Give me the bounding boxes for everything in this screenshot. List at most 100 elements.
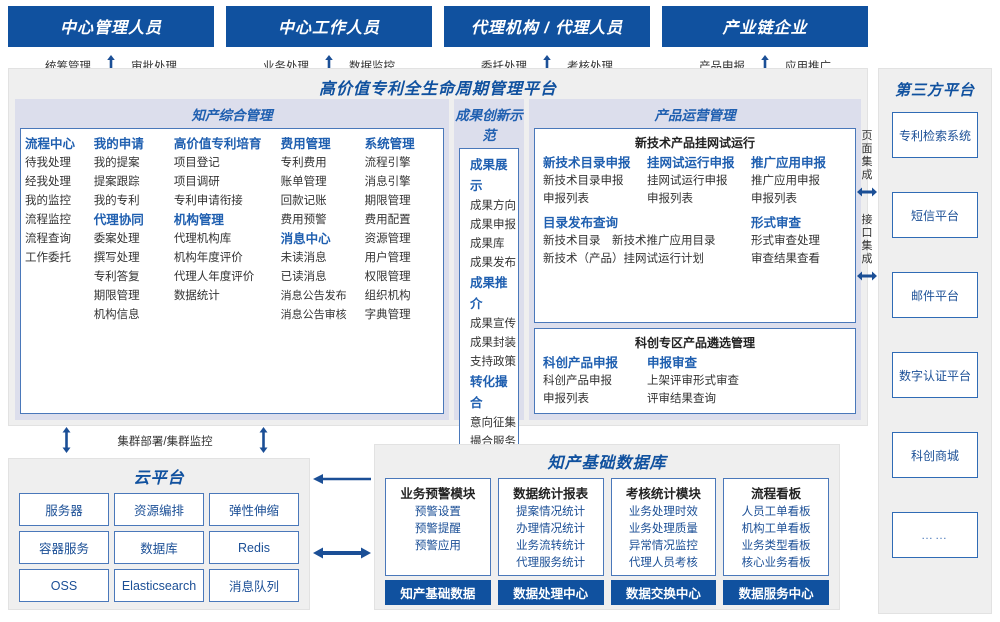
database-card-item[interactable]: 人员工单看板 xyxy=(741,506,811,518)
database-card-item[interactable]: 预警设置 xyxy=(414,506,461,518)
ip-item[interactable]: 期限管理 xyxy=(93,290,140,302)
database-card-item[interactable]: 提案情况统计 xyxy=(516,506,586,518)
ip-item[interactable]: 资源管理 xyxy=(364,233,411,245)
ip-item[interactable]: 消息引擎 xyxy=(364,176,411,188)
product-item[interactable]: 挂网试运行申报 xyxy=(647,175,728,187)
third-party-item-1[interactable]: 短信平台 xyxy=(892,192,978,238)
achievement-item[interactable]: 成果宣传 xyxy=(470,318,516,330)
ip-item[interactable]: 代理机构库 xyxy=(173,233,232,245)
product-item[interactable]: 申报列表 xyxy=(543,193,589,205)
ip-item[interactable]: 账单管理 xyxy=(280,176,327,188)
product-item[interactable]: 申报列表 xyxy=(543,393,589,405)
ip-item[interactable]: 组织机构 xyxy=(364,290,411,302)
third-party-item-5[interactable]: …… xyxy=(892,512,978,558)
ip-item[interactable]: 项目调研 xyxy=(173,176,220,188)
database-column: 考核统计模块业务处理时效业务处理质量异常情况监控代理人员考核数据交换中心 xyxy=(610,478,717,605)
achievement-item[interactable]: 成果封装 xyxy=(470,337,516,349)
ip-item[interactable]: 委案处理 xyxy=(93,233,140,245)
product-item[interactable]: 推广应用申报 xyxy=(751,175,820,187)
product-item[interactable]: 形式审查处理 xyxy=(751,235,820,247)
database-card-item[interactable]: 业务流转统计 xyxy=(516,540,586,552)
third-party-item-3[interactable]: 数字认证平台 xyxy=(892,352,978,398)
product-item[interactable]: 申报列表 xyxy=(751,193,797,205)
product-item[interactable]: 新技术目录 新技术推广应用目录 xyxy=(543,235,716,247)
ip-item[interactable]: 机构年度评价 xyxy=(173,252,243,264)
cloud-cell[interactable]: 数据库 xyxy=(114,531,204,564)
third-party-item-4[interactable]: 科创商城 xyxy=(892,432,978,478)
ip-item[interactable]: 消息公告发布 xyxy=(280,290,347,302)
database-card-item[interactable]: 预警应用 xyxy=(414,540,461,552)
database-card-item[interactable]: 异常情况监控 xyxy=(628,540,698,552)
cloud-cell[interactable]: Elasticsearch xyxy=(114,569,204,602)
ip-item[interactable]: 用户管理 xyxy=(364,252,411,264)
ip-item[interactable]: 待我处理 xyxy=(25,157,71,169)
platform-panels: 知产综合管理 流程中心待我处理经我处理我的监控流程监控流程查询工作委托我的申请我… xyxy=(15,99,861,478)
third-party-item-0[interactable]: 专利检索系统 xyxy=(892,112,978,158)
ip-item[interactable]: 流程监控 xyxy=(25,214,71,226)
achievement-item[interactable]: 意向征集 xyxy=(470,417,516,429)
product-item[interactable]: 新技术（产品）挂网试运行计划 xyxy=(543,253,704,265)
ip-item[interactable]: 回款记账 xyxy=(280,195,327,207)
database-card-item[interactable]: 业务处理时效 xyxy=(628,506,698,518)
database-card-item[interactable]: 代理服务统计 xyxy=(516,557,586,569)
database-card-item[interactable]: 预警提醒 xyxy=(414,523,461,535)
ip-item[interactable]: 权限管理 xyxy=(364,271,411,283)
database-card-item[interactable]: 业务类型看板 xyxy=(741,540,811,552)
ip-item[interactable]: 提案跟踪 xyxy=(93,176,140,188)
database-card-item[interactable]: 业务处理质量 xyxy=(628,523,698,535)
database-card-item[interactable]: 代理人员考核 xyxy=(628,557,698,569)
product-item[interactable]: 新技术目录申报 xyxy=(543,175,624,187)
product-item[interactable]: 审查结果查看 xyxy=(751,253,820,265)
ip-item[interactable]: 消息公告审核 xyxy=(280,309,347,321)
database-card-item[interactable]: 机构工单看板 xyxy=(741,523,811,535)
ip-item[interactable]: 字典管理 xyxy=(364,309,411,321)
ip-item[interactable]: 专利费用 xyxy=(280,157,327,169)
ip-item[interactable]: 项目登记 xyxy=(173,157,220,169)
ip-item[interactable]: 代理人年度评价 xyxy=(173,271,255,283)
achievement-item[interactable]: 成果发布 xyxy=(470,257,516,269)
database-footer-button[interactable]: 知产基础数据 xyxy=(385,580,491,605)
subbox-title-kechuang: 科创专区产品遴选管理 xyxy=(634,336,755,350)
achievement-item[interactable]: 支持政策 xyxy=(470,356,516,368)
product-item[interactable]: 申报列表 xyxy=(647,193,693,205)
ip-item[interactable]: 费用配置 xyxy=(364,214,411,226)
achievement-item[interactable]: 成果库 xyxy=(470,238,505,250)
ip-item[interactable]: 期限管理 xyxy=(364,195,411,207)
achievement-item[interactable]: 成果申报 xyxy=(470,219,516,231)
ip-item[interactable]: 流程引擎 xyxy=(364,157,411,169)
database-footer-button[interactable]: 数据服务中心 xyxy=(723,580,829,605)
product-item[interactable]: 评审结果查询 xyxy=(647,393,716,405)
database-footer-button[interactable]: 数据处理中心 xyxy=(497,580,604,605)
panel-title-product: 产品运营管理 xyxy=(654,108,736,123)
ip-item[interactable]: 未读消息 xyxy=(280,252,327,264)
cloud-cell[interactable]: Redis xyxy=(209,531,299,564)
ip-item[interactable]: 撰写处理 xyxy=(93,252,140,264)
ip-item[interactable]: 已读消息 xyxy=(280,271,327,283)
ip-item[interactable]: 我的专利 xyxy=(93,195,140,207)
ip-item[interactable]: 工作委托 xyxy=(25,252,71,264)
ip-item[interactable]: 我的监控 xyxy=(25,195,71,207)
cloud-cell[interactable]: 容器服务 xyxy=(19,531,109,564)
cloud-cell[interactable]: 服务器 xyxy=(19,493,109,526)
third-party-item-2[interactable]: 邮件平台 xyxy=(892,272,978,318)
database-card-item[interactable]: 核心业务看板 xyxy=(741,557,811,569)
ip-item[interactable]: 经我处理 xyxy=(25,176,71,188)
arrow-left-icon xyxy=(312,472,372,489)
ip-item[interactable]: 费用预警 xyxy=(280,214,327,226)
ip-item[interactable]: 流程查询 xyxy=(25,233,71,245)
cloud-cell[interactable]: 消息队列 xyxy=(209,569,299,602)
ip-item[interactable]: 数据统计 xyxy=(173,290,220,302)
cloud-cell[interactable]: OSS xyxy=(19,569,109,602)
ip-group-label: 我的申请 xyxy=(93,137,144,151)
product-item[interactable]: 上架评审形式审查 xyxy=(647,375,739,387)
cloud-cell[interactable]: 资源编排 xyxy=(114,493,204,526)
ip-item[interactable]: 我的提案 xyxy=(93,157,140,169)
ip-item[interactable]: 机构信息 xyxy=(93,309,140,321)
database-footer-button[interactable]: 数据交换中心 xyxy=(610,580,717,605)
ip-item[interactable]: 专利答复 xyxy=(93,271,140,283)
product-item[interactable]: 科创产品申报 xyxy=(543,375,612,387)
cloud-cell[interactable]: 弹性伸缩 xyxy=(209,493,299,526)
database-card-item[interactable]: 办理情况统计 xyxy=(516,523,586,535)
ip-item[interactable]: 专利申请衔接 xyxy=(173,195,243,207)
achievement-item[interactable]: 成果方向 xyxy=(470,200,516,212)
